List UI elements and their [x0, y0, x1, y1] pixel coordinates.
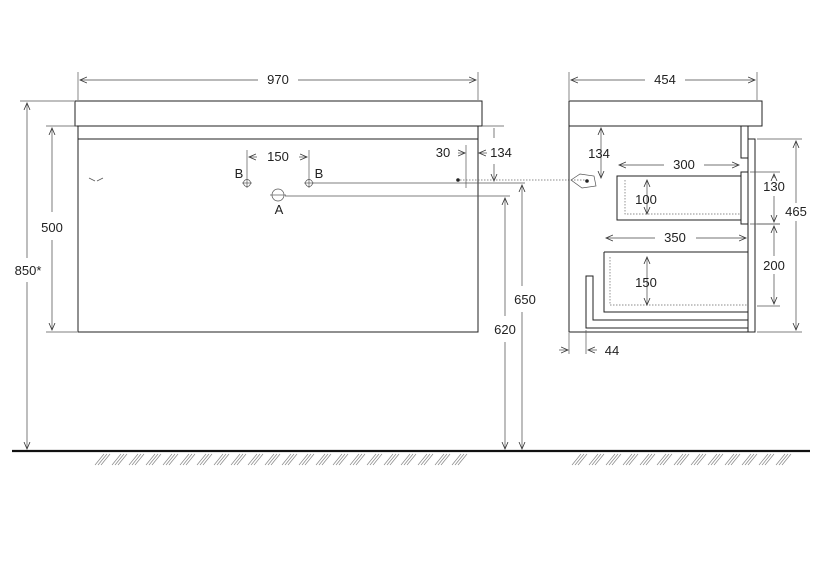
- side-depth-label: 454: [654, 72, 676, 87]
- pipe-b-left-label: B: [235, 166, 244, 181]
- front-cabinet-body: [77, 138, 479, 333]
- drawer1-depth-label: 300: [673, 157, 695, 172]
- front-gap-label: 134: [490, 145, 512, 160]
- outlet-dot: [456, 178, 460, 182]
- side-front-panel-upper: [740, 125, 749, 159]
- drawer1-inner-h-label: 100: [635, 192, 657, 207]
- drawer1-h-label: 130: [763, 179, 785, 194]
- front-body-height-label: 500: [41, 220, 63, 235]
- drawer2-depth-label: 350: [664, 230, 686, 245]
- floor-hatch-right: [571, 453, 792, 466]
- drawer2-h-label: 200: [763, 258, 785, 273]
- side-countertop: [568, 100, 763, 127]
- drawer2-inner-h-label: 150: [635, 275, 657, 290]
- side-drawer1-box: [616, 175, 742, 221]
- side-siphon: [585, 275, 749, 329]
- front-top-strip: [77, 125, 479, 140]
- side-view: 454 134 300 100 350 150 44 130: [559, 72, 807, 358]
- wall-gap-label: 44: [605, 343, 619, 358]
- side-outlet-fitting: [570, 173, 597, 189]
- floor-hatch-left: [94, 453, 468, 466]
- total-h-label: 465: [785, 204, 807, 219]
- front-handle-mark: [88, 177, 104, 182]
- drain-a-label: A: [275, 202, 284, 217]
- supply-height-label: 650: [514, 292, 536, 307]
- pipe-b-right-label: B: [315, 166, 324, 181]
- side-drawer2-inner: [609, 257, 748, 306]
- side-drawer1-front: [740, 171, 749, 225]
- front-total-height-label: 850*: [15, 263, 42, 278]
- side-drawer2-box: [603, 251, 748, 313]
- drain-a-symbol: [270, 188, 286, 202]
- side-gap-label: 134: [588, 146, 610, 161]
- front-view: 970 850* 500 150 B B: [15, 72, 585, 449]
- pipe-spacing-label: 150: [267, 149, 289, 164]
- side-drawer2-front: [747, 138, 756, 333]
- pipe-offset-label: 30: [436, 145, 450, 160]
- front-width-label: 970: [267, 72, 289, 87]
- floor: [12, 449, 810, 466]
- side-drawer1-inner: [624, 180, 741, 215]
- front-countertop: [74, 100, 483, 127]
- drain-height-label: 620: [494, 322, 516, 337]
- pipe-b-left-symbol: [242, 178, 252, 188]
